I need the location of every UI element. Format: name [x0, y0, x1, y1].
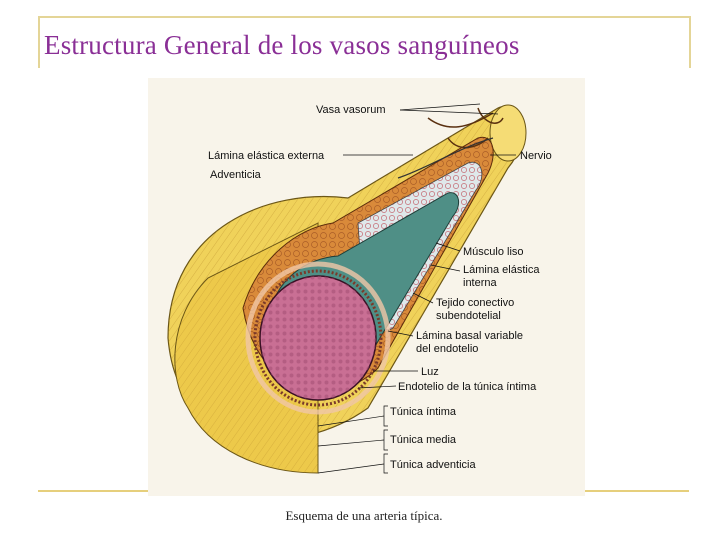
label-tunica-media: Túnica media: [390, 434, 457, 446]
frame-left-rule: [38, 16, 40, 68]
label-lamina-elastica-externa: Lámina elástica externa: [208, 150, 325, 162]
footer-rule-right: [585, 490, 689, 492]
label-lamina-basal-1: Lámina basal variable: [416, 330, 523, 342]
footer-rule-left: [38, 490, 148, 492]
label-musculo-liso: Músculo liso: [463, 246, 524, 258]
label-lamina-elastica-interna-2: interna: [463, 277, 498, 289]
slide-title: Estructura General de los vasos sanguíne…: [44, 30, 520, 60]
distal-end-cap: [489, 104, 527, 162]
internal-elastic-ring: [253, 269, 383, 407]
label-nervio: Nervio: [520, 150, 552, 162]
nerve-fiber: [397, 137, 494, 179]
label-tejido-conectivo-1: Tejido conectivo: [436, 297, 514, 309]
label-luz: Luz: [421, 366, 439, 378]
artery-diagram: Vasa vasorum Lámina elástica externa Adv…: [148, 78, 585, 496]
leader-lines: [343, 103, 516, 389]
subendothelial-ring: [245, 261, 391, 415]
tunica-brackets: [317, 405, 388, 474]
label-vasa-vasorum: Vasa vasorum: [316, 104, 386, 116]
label-endotelio: Endotelio de la túnica íntima: [398, 381, 537, 393]
frame-right-rule: [689, 16, 691, 68]
label-tunica-intima: Túnica íntima: [390, 406, 457, 418]
label-lamina-basal-2: del endotelio: [416, 343, 478, 355]
label-adventicia: Adventicia: [210, 169, 262, 181]
frame-top-rule: [38, 16, 690, 18]
figure-caption: Esquema de una arteria típica.: [285, 508, 443, 523]
label-tejido-conectivo-2: subendotelial: [436, 310, 501, 322]
label-tunica-adventicia: Túnica adventicia: [390, 459, 476, 471]
label-lamina-elastica-interna-1: Lámina elástica: [463, 264, 540, 276]
